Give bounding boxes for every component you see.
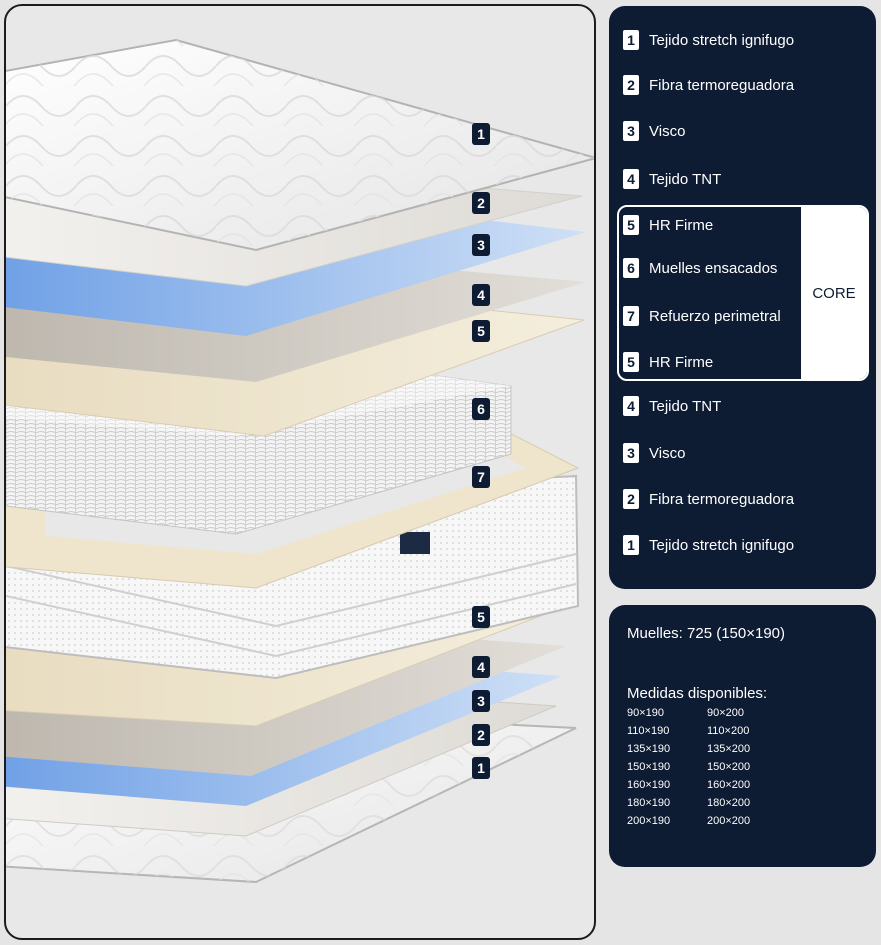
size-item: 200×190 [627,815,671,827]
size-item: 150×200 [707,761,751,773]
legend-item-1-bottom: 1 Tejido stretch ignifugo [623,533,794,557]
legend-item-label: Fibra termoreguadora [649,76,795,94]
legend-item-4-bottom: 4 Tejido TNT [623,394,721,418]
size-item: 110×200 [707,725,750,737]
core-group: CORE [617,205,869,381]
layer-marker-6: 6 [472,398,490,420]
size-item: 110×190 [627,725,670,737]
legend-item-1-top: 1 Tejido stretch ignifugo [623,28,794,52]
layer-marker-4-bottom: 4 [472,656,490,678]
sizes-grid: 90×190 90×200 110×190 110×200 135×190 13… [627,707,827,827]
legend-number-badge: 4 [623,169,639,189]
legend-number-badge: 1 [623,535,639,555]
legend-number-badge: 4 [623,396,639,416]
legend-item-label: HR Firme [649,216,714,234]
legend-number-badge: 1 [623,30,639,50]
legend-item-label: Muelles ensacados [649,259,778,277]
layer-marker-7: 7 [472,466,490,488]
legend-item-7: 7 Refuerzo perimetral [623,304,781,328]
size-item: 160×190 [627,779,671,791]
legend-item-label: Refuerzo perimetral [649,307,781,325]
layers-legend-panel: CORE 1 Tejido stretch ignifugo 2 Fibra t… [609,6,876,589]
legend-item-label: Tejido stretch ignifugo [649,536,795,554]
legend-number-badge: 7 [623,306,639,326]
legend-item-5-bottom: 5 HR Firme [623,350,713,374]
size-item: 150×190 [627,761,671,773]
layer-marker-4-top: 4 [472,284,490,306]
legend-number-badge: 5 [623,352,639,372]
specs-panel: Muelles: 725 (150×190) Medidas disponibl… [609,605,876,867]
legend-number-badge: 3 [623,443,639,463]
legend-number-badge: 6 [623,258,639,278]
legend-item-label: Visco [649,444,686,462]
legend-number-badge: 2 [623,489,639,509]
layer-marker-5-top: 5 [472,320,490,342]
layer-marker-2-bottom: 2 [472,724,490,746]
legend-item-3-bottom: 3 Visco [623,441,685,465]
legend-item-label: Visco [649,122,686,140]
layer-marker-3-top: 3 [472,234,490,256]
size-item: 90×200 [707,707,745,719]
legend-item-label: Tejido stretch ignifugo [649,31,795,49]
legend-item-label: Tejido TNT [649,170,722,188]
legend-number-badge: 2 [623,75,639,95]
core-label: CORE [801,207,867,379]
legend-number-badge: 5 [623,215,639,235]
size-item: 180×200 [707,797,751,809]
layer-marker-5-bottom: 5 [472,606,490,628]
mattress-layers-illustration [6,38,594,884]
mattress-diagram-panel: 1 2 3 4 5 6 7 5 4 3 2 1 [4,4,596,940]
size-item: 135×190 [627,743,671,755]
legend-item-label: Fibra termoreguadora [649,490,795,508]
sizes-title: Medidas disponibles: [627,685,768,702]
brand-label-tag [400,532,430,554]
legend-item-3-top: 3 Visco [623,119,685,143]
size-item: 180×190 [627,797,671,809]
layer-marker-1-top: 1 [472,123,490,145]
legend-number-badge: 3 [623,121,639,141]
legend-item-4-top: 4 Tejido TNT [623,167,721,191]
legend-item-6: 6 Muelles ensacados [623,256,777,280]
springs-count: Muelles: 725 (150×190) [627,625,786,642]
legend-item-5-top: 5 HR Firme [623,213,713,237]
size-item: 135×200 [707,743,751,755]
size-item: 90×190 [627,707,665,719]
legend-item-2-top: 2 Fibra termoreguadora [623,73,794,97]
layer-marker-2-top: 2 [472,192,490,214]
size-item: 160×200 [707,779,751,791]
layer-marker-1-bottom: 1 [472,757,490,779]
layer-marker-3-bottom: 3 [472,690,490,712]
legend-item-2-bottom: 2 Fibra termoreguadora [623,487,794,511]
legend-item-label: HR Firme [649,353,714,371]
legend-item-label: Tejido TNT [649,397,722,415]
size-item: 200×200 [707,815,751,827]
